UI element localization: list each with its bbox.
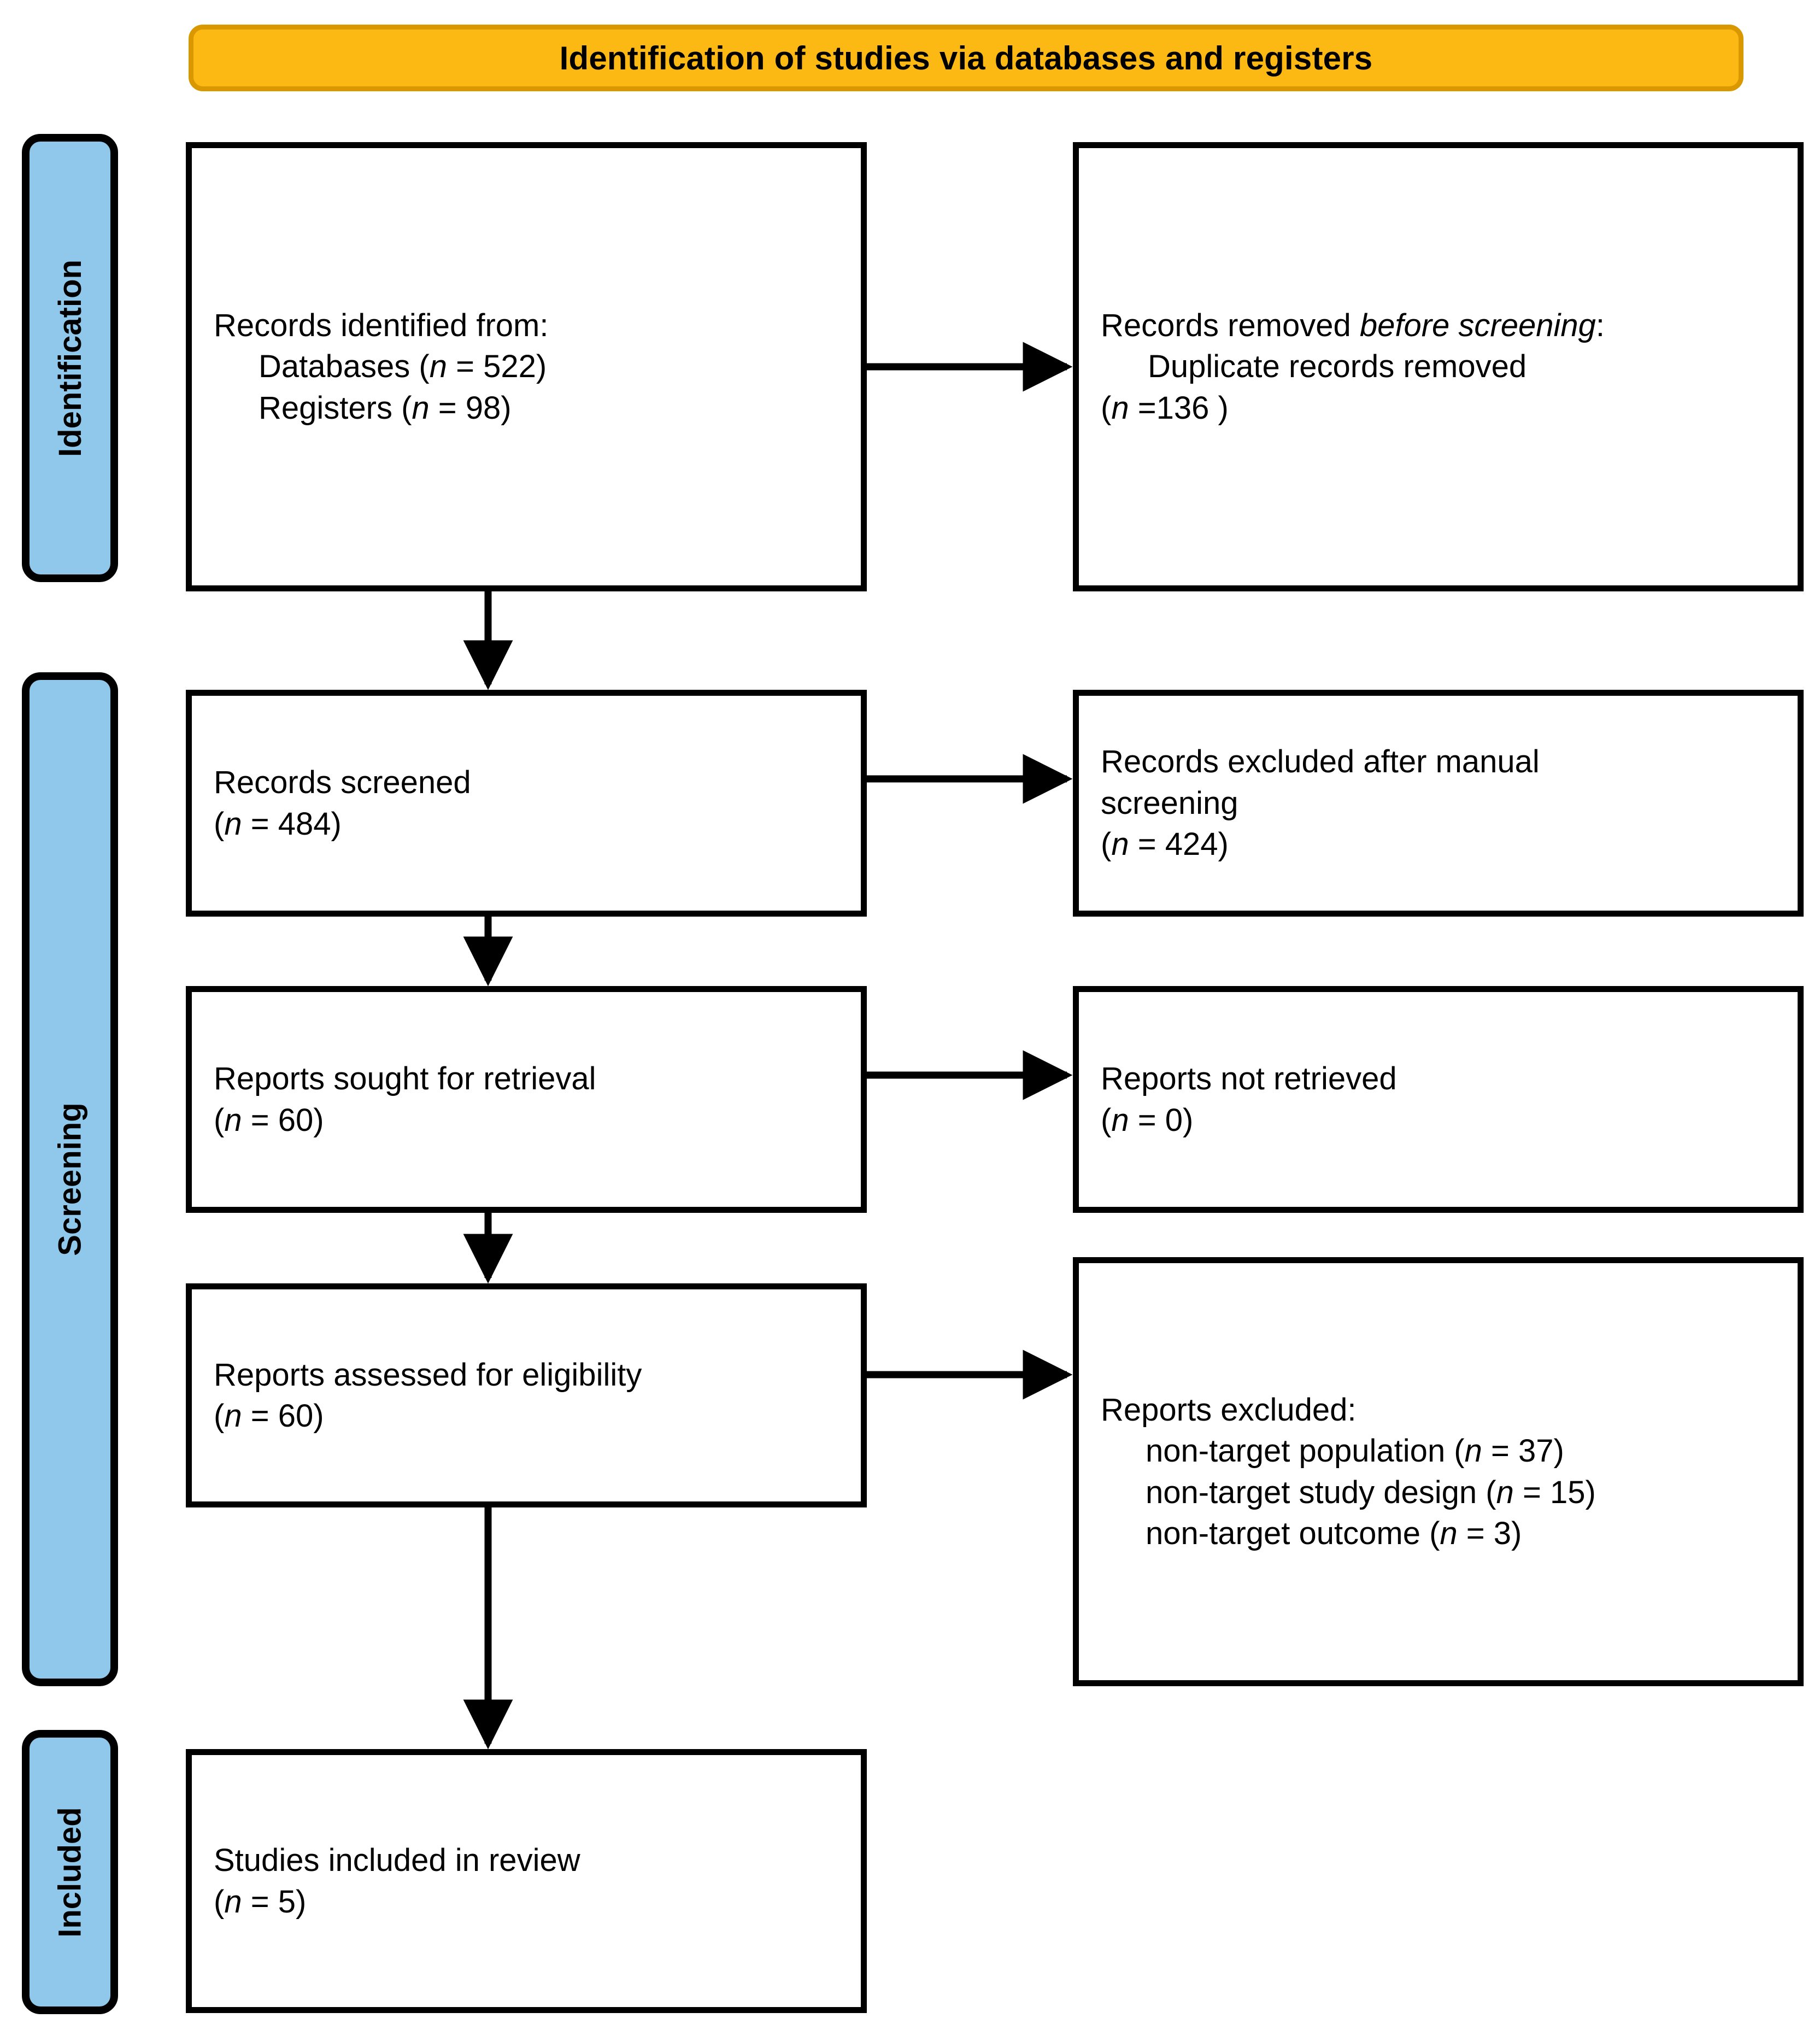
duplicate-records-removed-label: Duplicate records removed xyxy=(1148,349,1527,385)
databases-count: = 522) xyxy=(447,349,547,385)
non-target-population-label: non-target population ( xyxy=(1146,1433,1465,1469)
reports-assessed-count: (n = 60) xyxy=(214,1395,839,1436)
records-excluded-manual-line-1: Records excluded after manual xyxy=(1101,744,1540,780)
box-reports-assessed: Reports assessed for eligibility (n = 60… xyxy=(186,1283,867,1507)
sought-count-value: = 60) xyxy=(242,1102,324,1138)
duplicate-records-count: (n =136 ) xyxy=(1101,388,1776,429)
registers-count: = 98) xyxy=(429,390,512,426)
records-removed-colon: : xyxy=(1595,307,1605,343)
non-target-outcome-n-symbol: n xyxy=(1440,1515,1458,1551)
non-target-population-count: = 37) xyxy=(1482,1433,1564,1469)
box-reports-excluded: Reports excluded: non-target population … xyxy=(1073,1257,1804,1686)
not-retrieved-count-value: = 0) xyxy=(1129,1102,1194,1138)
excluded-manual-paren-open: ( xyxy=(1101,826,1112,863)
box-reports-sought: Reports sought for retrieval (n = 60) xyxy=(186,986,867,1213)
excluded-manual-n-symbol: n xyxy=(1111,826,1129,863)
records-excluded-manual-line-2: screening xyxy=(1101,785,1238,821)
non-target-population-n-symbol: n xyxy=(1464,1433,1482,1469)
non-target-study-design-n-symbol: n xyxy=(1496,1474,1514,1510)
records-screened-label: Records screened xyxy=(214,765,471,801)
reports-not-retrieved-count: (n = 0) xyxy=(1101,1100,1776,1141)
reports-assessed-label: Reports assessed for eligibility xyxy=(214,1357,642,1393)
records-removed-label: Records removed xyxy=(1101,307,1360,343)
duplicates-count-value: =136 ) xyxy=(1129,390,1229,426)
reports-sought-label: Reports sought for retrieval xyxy=(214,1061,596,1097)
box-records-screened: Records screened (n = 484) xyxy=(186,690,867,917)
phase-label-included: Included xyxy=(22,1730,118,2014)
phase-label-identification-text: Identification xyxy=(52,259,88,457)
records-screened-count: (n = 484) xyxy=(214,803,839,844)
duplicates-paren-open: ( xyxy=(1101,390,1112,426)
not-retrieved-paren-open: ( xyxy=(1101,1102,1112,1138)
studies-included-label: Studies included in review xyxy=(214,1843,580,1879)
not-retrieved-n-symbol: n xyxy=(1111,1102,1129,1138)
reports-not-retrieved-label: Reports not retrieved xyxy=(1101,1061,1397,1097)
phase-label-included-text: Included xyxy=(52,1806,88,1938)
phase-label-screening: Screening xyxy=(22,672,118,1686)
screened-paren-open: ( xyxy=(214,806,225,842)
assessed-paren-open: ( xyxy=(214,1398,225,1434)
databases-label: Databases ( xyxy=(259,349,430,385)
reports-excluded-non-target-population: non-target population (n = 37) xyxy=(1101,1430,1776,1471)
records-identified-registers: Registers (n = 98) xyxy=(214,388,839,429)
sought-paren-open: ( xyxy=(214,1102,225,1138)
included-n-symbol: n xyxy=(224,1884,242,1920)
registers-n-symbol: n xyxy=(412,390,430,426)
records-excluded-manual-count: (n = 424) xyxy=(1101,824,1776,865)
box-reports-not-retrieved: Reports not retrieved (n = 0) xyxy=(1073,986,1804,1213)
non-target-outcome-count: = 3) xyxy=(1457,1515,1522,1551)
reports-excluded-non-target-study-design: non-target study design (n = 15) xyxy=(1101,1472,1776,1513)
sought-n-symbol: n xyxy=(224,1102,242,1138)
records-identified-line-1: Records identified from: xyxy=(214,307,549,343)
phase-label-identification: Identification xyxy=(22,134,118,582)
phase-label-screening-text: Screening xyxy=(52,1102,88,1256)
included-paren-open: ( xyxy=(214,1884,225,1920)
screened-count-value: = 484) xyxy=(242,806,342,842)
reports-excluded-non-target-outcome: non-target outcome (n = 3) xyxy=(1101,1513,1776,1554)
assessed-n-symbol: n xyxy=(224,1398,242,1434)
included-count-value: = 5) xyxy=(242,1884,307,1920)
diagram-title-text: Identification of studies via databases … xyxy=(559,39,1373,77)
reports-excluded-heading: Reports excluded: xyxy=(1101,1392,1357,1428)
duplicates-n-symbol: n xyxy=(1111,390,1129,426)
non-target-outcome-label: non-target outcome ( xyxy=(1146,1515,1440,1551)
records-removed-line-1: Records removed before screening: xyxy=(1101,305,1776,346)
databases-n-symbol: n xyxy=(429,349,447,385)
excluded-manual-count-value: = 424) xyxy=(1129,826,1229,863)
non-target-study-design-label: non-target study design ( xyxy=(1146,1474,1496,1510)
non-target-study-design-count: = 15) xyxy=(1513,1474,1596,1510)
box-studies-included: Studies included in review (n = 5) xyxy=(186,1749,867,2013)
screened-n-symbol: n xyxy=(224,806,242,842)
box-records-identified: Records identified from: Databases (n = … xyxy=(186,142,867,591)
records-identified-databases: Databases (n = 522) xyxy=(214,346,839,387)
before-screening-emphasis: before screening xyxy=(1359,307,1596,343)
studies-included-count: (n = 5) xyxy=(214,1881,839,1922)
assessed-count-value: = 60) xyxy=(242,1398,324,1434)
reports-sought-count: (n = 60) xyxy=(214,1100,839,1141)
registers-label: Registers ( xyxy=(259,390,412,426)
box-records-removed: Records removed before screening: Duplic… xyxy=(1073,142,1804,591)
diagram-title-banner: Identification of studies via databases … xyxy=(189,25,1743,91)
box-records-excluded-manual: Records excluded after manual screening … xyxy=(1073,690,1804,917)
